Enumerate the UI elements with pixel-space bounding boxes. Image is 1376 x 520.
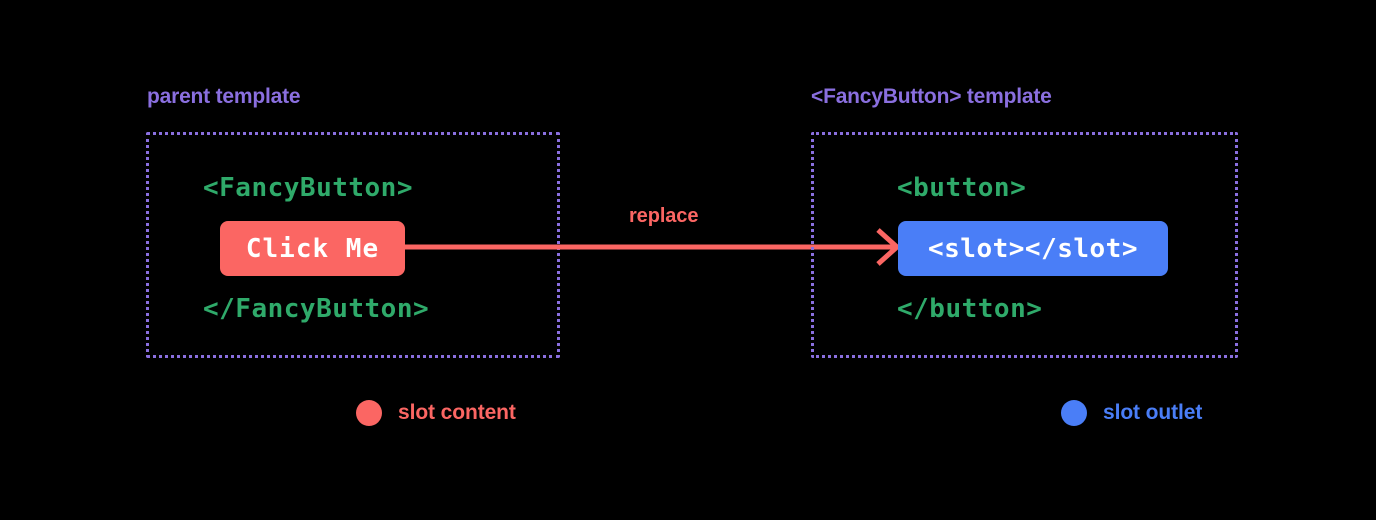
slot-content-chip[interactable]: Click Me — [220, 221, 405, 276]
slot-outlet-chip-label: <slot></slot> — [928, 233, 1138, 264]
legend-item-slot-outlet: slot outlet — [1061, 400, 1202, 426]
fancybutton-template-title: <FancyButton> template — [811, 85, 1052, 108]
legend-label-slot-content: slot content — [398, 401, 516, 424]
legend-item-slot-content: slot content — [356, 400, 516, 426]
parent-template-title: parent template — [147, 85, 301, 108]
fancybutton-template-box — [811, 132, 1238, 358]
slot-content-chip-label: Click Me — [245, 233, 380, 264]
fancy-open-tag: <button> — [897, 173, 1027, 203]
slot-outlet-chip[interactable]: <slot></slot> — [898, 221, 1168, 276]
slot-content-dot-icon — [356, 400, 382, 426]
slot-outlet-dot-icon — [1061, 400, 1087, 426]
parent-open-tag: <FancyButton> — [203, 173, 413, 203]
fancy-close-tag: </button> — [897, 294, 1043, 324]
replace-label: replace — [629, 205, 699, 227]
parent-close-tag: </FancyButton> — [203, 294, 430, 324]
legend-label-slot-outlet: slot outlet — [1103, 401, 1203, 424]
